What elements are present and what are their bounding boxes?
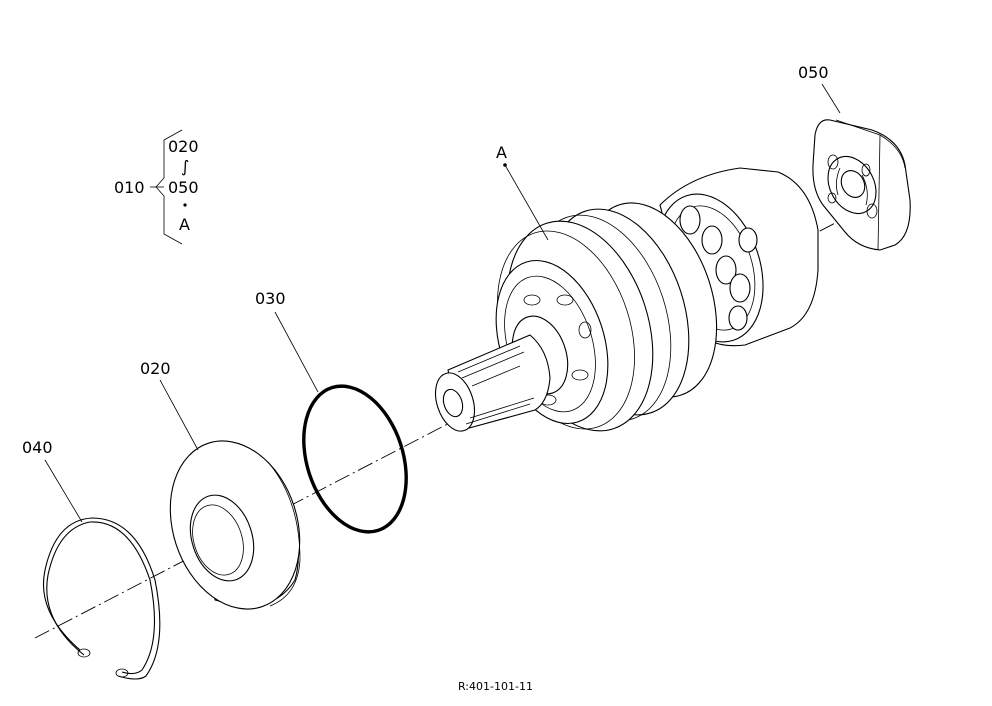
part-050-valve-plate[interactable] [812, 119, 911, 251]
callout-050: 050 [798, 63, 829, 82]
callout-020: 020 [140, 359, 171, 378]
legend-range-mark: ∫ [181, 157, 189, 176]
leader-a-dot [503, 163, 507, 167]
part-030-o-ring[interactable] [286, 373, 424, 545]
leader-a [504, 164, 549, 241]
part-020-seal-housing[interactable] [149, 424, 320, 626]
leader-030 [274, 311, 319, 393]
callout-040: 040 [22, 438, 53, 457]
leader-020 [159, 379, 199, 451]
assembly-legend: 010 020 ∫ 050 A [114, 129, 199, 245]
leader-050 [821, 83, 841, 114]
callout-030: 030 [255, 289, 286, 308]
reference-code: R:401-101-11 [458, 680, 533, 693]
legend-range-end: 050 [168, 178, 199, 197]
legend-range-start: 020 [168, 137, 199, 156]
assembly-a-motor[interactable] [429, 167, 819, 450]
callout-a: A [496, 143, 507, 162]
part-040-snap-ring[interactable] [42, 517, 161, 680]
legend-dot [183, 203, 187, 207]
legend-assembly-number: 010 [114, 178, 145, 197]
leader-040 [44, 459, 83, 523]
legend-includes: A [179, 215, 190, 234]
